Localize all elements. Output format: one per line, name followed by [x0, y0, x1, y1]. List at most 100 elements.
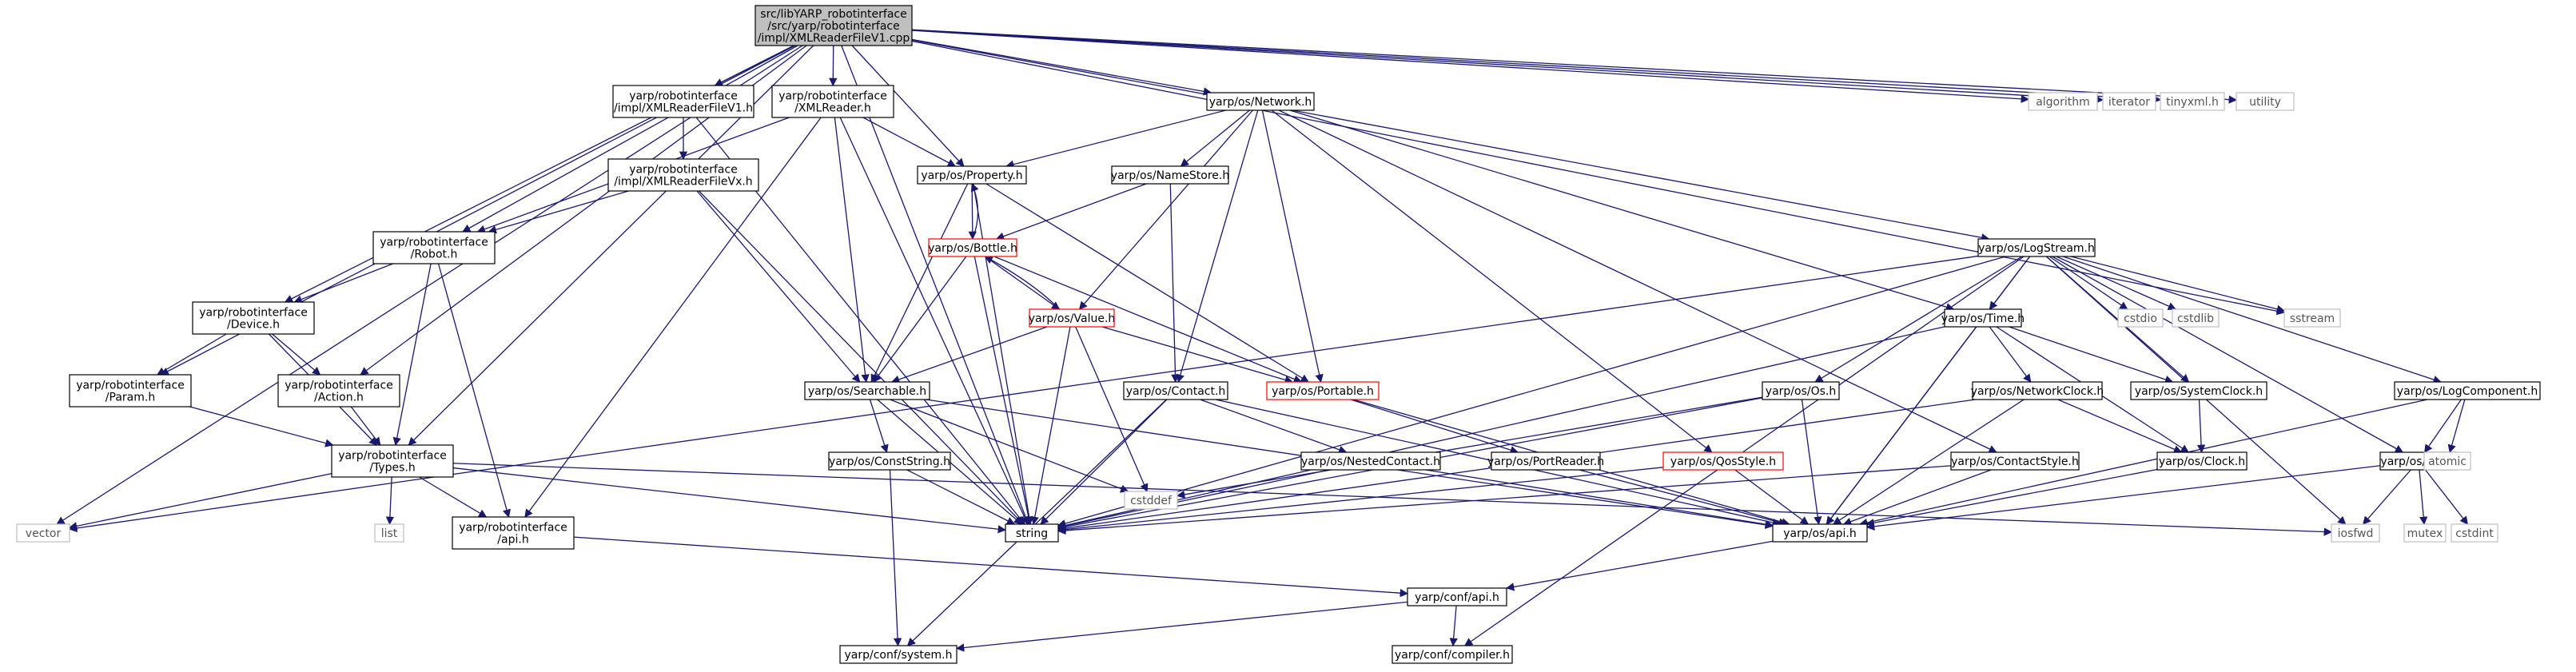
- node-string[interactable]: string: [1005, 523, 1059, 543]
- node-box-qosstyle[interactable]: [1662, 451, 1784, 471]
- node-conf_api[interactable]: yarp/conf/api.h: [1407, 587, 1507, 606]
- node-box-sysclock[interactable]: [2130, 381, 2267, 400]
- node-cstddef[interactable]: cstddef: [1124, 491, 1178, 510]
- node-qosstyle[interactable]: yarp/os/QosStyle.h: [1662, 451, 1784, 471]
- node-searchable[interactable]: yarp/os/Searchable.h: [804, 381, 930, 400]
- node-box-nestedcontact[interactable]: [1300, 451, 1441, 471]
- node-box-mutex[interactable]: [2403, 523, 2447, 543]
- node-box-root[interactable]: [754, 5, 913, 46]
- node-namestore[interactable]: yarp/os/NameStore.h: [1111, 165, 1229, 185]
- node-os_h[interactable]: yarp/os/Os.h: [1762, 381, 1840, 400]
- node-value[interactable]: yarp/os/Value.h: [1029, 308, 1116, 328]
- node-box-os_api[interactable]: [1772, 523, 1868, 543]
- node-box-contact[interactable]: [1123, 381, 1228, 400]
- node-contact[interactable]: yarp/os/Contact.h: [1123, 381, 1228, 400]
- node-os_api[interactable]: yarp/os/api.h: [1772, 523, 1868, 543]
- node-box-property[interactable]: [917, 165, 1027, 185]
- node-iosfwd[interactable]: iosfwd: [2331, 523, 2380, 543]
- node-netclock[interactable]: yarp/os/NetworkClock.h: [1971, 381, 2104, 400]
- node-box-ri_xmlvx[interactable]: [607, 158, 759, 192]
- node-box-conf_compiler[interactable]: [1392, 645, 1513, 664]
- node-box-logstream[interactable]: [1977, 238, 2096, 257]
- node-cstdio[interactable]: cstdio: [2117, 308, 2164, 328]
- node-logstream[interactable]: yarp/os/LogStream.h: [1977, 238, 2096, 257]
- node-ri_xmlv1[interactable]: yarp/robotinterface/impl/XMLReaderFileV1…: [612, 85, 754, 118]
- node-ri_action[interactable]: yarp/robotinterface/Action.h: [277, 374, 400, 408]
- node-nestedcontact[interactable]: yarp/os/NestedContact.h: [1300, 451, 1441, 471]
- node-box-string[interactable]: [1005, 523, 1059, 543]
- node-cstdint[interactable]: cstdint: [2451, 523, 2498, 543]
- node-box-netclock[interactable]: [1972, 381, 2103, 400]
- node-box-ri_xmlreader[interactable]: [771, 85, 894, 118]
- node-ri_xmlvx[interactable]: yarp/robotinterface/impl/XMLReaderFileVx…: [607, 158, 759, 192]
- node-box-searchable[interactable]: [804, 381, 930, 400]
- node-box-value[interactable]: [1029, 308, 1115, 328]
- node-box-os_h[interactable]: [1762, 381, 1840, 400]
- node-ri_param[interactable]: yarp/robotinterface/Param.h: [69, 374, 192, 408]
- node-cstdlib[interactable]: cstdlib: [2172, 308, 2220, 328]
- node-box-ri_types[interactable]: [331, 444, 454, 478]
- node-box-cstdint[interactable]: [2451, 523, 2498, 543]
- node-box-atomic[interactable]: [2423, 451, 2471, 471]
- edge-logstream-to-os_h: [1814, 256, 2023, 383]
- node-box-conststring[interactable]: [828, 451, 951, 471]
- node-clock[interactable]: yarp/os/Clock.h: [2156, 451, 2248, 471]
- node-atomic[interactable]: atomic: [2423, 451, 2471, 471]
- node-box-ri_xmlv1[interactable]: [612, 85, 754, 118]
- node-ri_robot[interactable]: yarp/robotinterface/Robot.h: [372, 231, 496, 264]
- node-box-ri_robot[interactable]: [372, 231, 496, 264]
- node-box-list[interactable]: [374, 523, 404, 543]
- node-box-iosfwd[interactable]: [2331, 523, 2380, 543]
- node-conststring[interactable]: yarp/os/ConstString.h: [828, 451, 951, 471]
- node-conf_compiler[interactable]: yarp/conf/compiler.h: [1392, 645, 1513, 664]
- node-ri_api[interactable]: yarp/robotinterface/api.h: [452, 516, 575, 550]
- node-box-ri_api[interactable]: [452, 516, 575, 550]
- node-box-time[interactable]: [1944, 308, 2022, 328]
- node-contactstyle[interactable]: yarp/os/ContactStyle.h: [1950, 451, 2080, 471]
- node-list[interactable]: list: [374, 523, 404, 543]
- node-root[interactable]: src/libYARP_robotinterface/src/yarp/robo…: [754, 5, 913, 46]
- node-box-algorithm[interactable]: [2028, 92, 2098, 111]
- node-box-conf_system[interactable]: [839, 645, 958, 664]
- node-ri_device[interactable]: yarp/robotinterface/Device.h: [192, 301, 315, 335]
- node-ri_xmlreader[interactable]: yarp/robotinterface/XMLReader.h: [771, 85, 894, 118]
- node-box-clock[interactable]: [2156, 451, 2248, 471]
- node-sstream[interactable]: sstream: [2283, 308, 2341, 328]
- node-box-vector[interactable]: [16, 523, 70, 543]
- node-vector[interactable]: vector: [16, 523, 70, 543]
- node-tinyxml[interactable]: tinyxml.h: [2160, 92, 2225, 111]
- edge-ri_types-to-list: [385, 476, 395, 526]
- node-box-cstddef[interactable]: [1124, 491, 1178, 510]
- node-box-bottle[interactable]: [928, 238, 1017, 257]
- node-iterator[interactable]: iterator: [2102, 92, 2156, 111]
- node-box-ri_action[interactable]: [277, 374, 400, 408]
- node-ri_types[interactable]: yarp/robotinterface/Types.h: [331, 444, 454, 478]
- node-box-namestore[interactable]: [1111, 165, 1229, 185]
- node-box-cstdlib[interactable]: [2172, 308, 2220, 328]
- node-property[interactable]: yarp/os/Property.h: [917, 165, 1027, 185]
- node-box-portable[interactable]: [1266, 381, 1380, 400]
- node-box-iterator[interactable]: [2102, 92, 2156, 111]
- node-box-utility[interactable]: [2236, 92, 2295, 111]
- node-box-conf_api[interactable]: [1407, 587, 1507, 606]
- node-box-logcomponent[interactable]: [2394, 381, 2541, 400]
- node-logcomponent[interactable]: yarp/os/LogComponent.h: [2394, 381, 2541, 400]
- node-box-tinyxml[interactable]: [2160, 92, 2225, 111]
- node-time[interactable]: yarp/os/Time.h: [1941, 308, 2025, 328]
- node-algorithm[interactable]: algorithm: [2028, 92, 2098, 111]
- node-box-cstdio[interactable]: [2117, 308, 2164, 328]
- node-portreader[interactable]: yarp/os/PortReader.h: [1487, 451, 1604, 471]
- node-utility[interactable]: utility: [2236, 92, 2295, 111]
- node-box-network[interactable]: [1206, 92, 1315, 111]
- node-box-sstream[interactable]: [2283, 308, 2341, 328]
- node-box-ri_param[interactable]: [69, 374, 192, 408]
- node-sysclock[interactable]: yarp/os/SystemClock.h: [2130, 381, 2267, 400]
- node-conf_system[interactable]: yarp/conf/system.h: [839, 645, 958, 664]
- node-box-ri_device[interactable]: [192, 301, 315, 335]
- node-bottle[interactable]: yarp/os/Bottle.h: [928, 238, 1017, 257]
- node-box-portreader[interactable]: [1491, 451, 1601, 471]
- node-box-contactstyle[interactable]: [1950, 451, 2080, 471]
- node-network[interactable]: yarp/os/Network.h: [1206, 92, 1315, 111]
- node-portable[interactable]: yarp/os/Portable.h: [1266, 381, 1380, 400]
- node-mutex[interactable]: mutex: [2403, 523, 2447, 543]
